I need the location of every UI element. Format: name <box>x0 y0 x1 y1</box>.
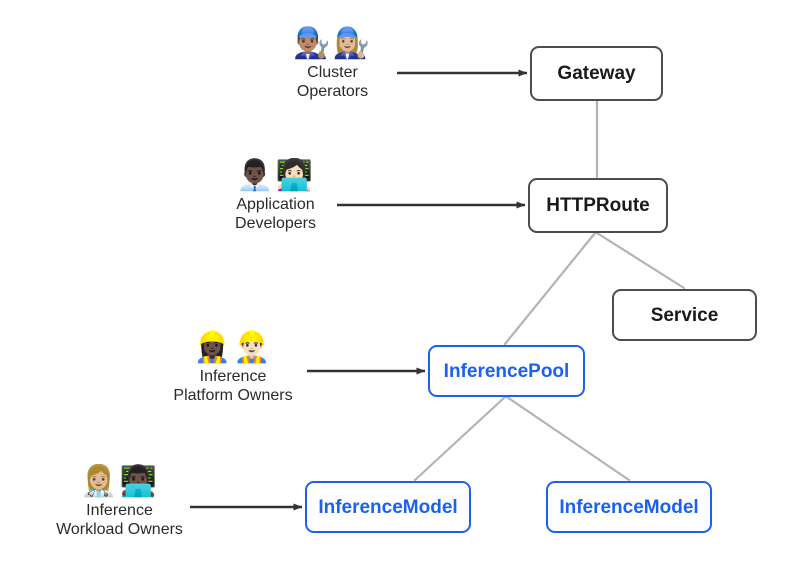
cluster-operators-label-line1: Cluster <box>307 63 358 81</box>
persona-inference-workload-owners: 👩🏼‍⚕️👨🏿‍💻 Inference Workload Owners <box>42 466 197 540</box>
edge-httproute-service <box>595 231 686 290</box>
application-developers-label-line2: Developers <box>235 215 316 233</box>
node-inferencepool-label: InferencePool <box>443 360 570 382</box>
inference-platform-owners-icons: 👷🏿‍♀️👷🏻‍♂️ <box>193 331 273 364</box>
node-inferencemodel-right[interactable]: InferenceModel <box>546 481 712 533</box>
inference-workload-owners-label-line2: Workload Owners <box>56 521 183 539</box>
persona-inference-platform-owners: 👷🏿‍♀️👷🏻‍♂️ Inference Platform Owners <box>158 332 308 406</box>
inference-workload-owners-label-line1: Inference <box>86 501 153 519</box>
node-inferencepool[interactable]: InferencePool <box>428 345 585 397</box>
node-httproute[interactable]: HTTPRoute <box>528 178 668 233</box>
edge-httproute-inferencepool <box>503 231 597 346</box>
persona-application-developers: 👨🏿‍💼👩🏻‍💻 Application Developers <box>208 160 343 234</box>
node-httproute-label: HTTPRoute <box>546 195 650 216</box>
inference-workload-owners-icons: 👩🏼‍⚕️👨🏿‍💻 <box>80 465 159 498</box>
inference-platform-owners-label-line1: Inference <box>199 367 267 385</box>
node-service[interactable]: Service <box>612 289 757 341</box>
cluster-operators-icons: 👨🏽‍🔧👩🏼‍🔧 <box>293 27 372 60</box>
node-gateway[interactable]: Gateway <box>530 46 663 101</box>
edge-inferencepool-inferencemodel-left <box>413 395 507 482</box>
edge-inferencepool-inferencemodel-right <box>505 395 631 482</box>
node-inferencemodel-left-label: InferenceModel <box>318 496 458 518</box>
node-gateway-label: Gateway <box>557 63 636 84</box>
node-service-label: Service <box>650 304 719 326</box>
application-developers-label-line1: Application <box>236 195 315 213</box>
persona-cluster-operators: 👨🏽‍🔧👩🏼‍🔧 Cluster Operators <box>270 28 395 102</box>
application-developers-icons: 👨🏿‍💼👩🏻‍💻 <box>236 159 315 192</box>
cluster-operators-label-line2: Operators <box>296 83 369 101</box>
node-inferencemodel-left[interactable]: InferenceModel <box>305 481 471 533</box>
node-inferencemodel-right-label: InferenceModel <box>559 496 699 518</box>
inference-platform-owners-label-line2: Platform Owners <box>173 387 293 405</box>
